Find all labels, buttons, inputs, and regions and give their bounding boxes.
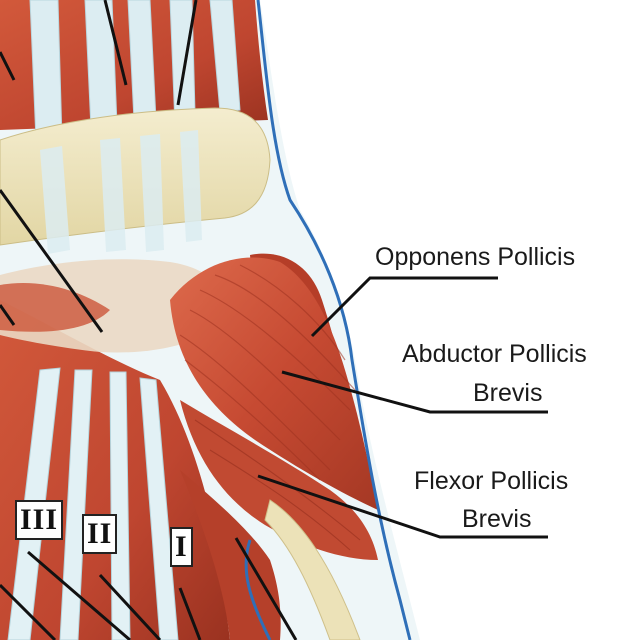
digit-marker-iii: III (15, 500, 64, 540)
leader-left-small (0, 304, 16, 326)
palmaris-brevis (0, 282, 110, 332)
skin-outline (256, 0, 412, 640)
leader-top-3 (0, 51, 16, 81)
leader-top-1 (103, 0, 128, 86)
label-abductor-pollicis-line2: Brevis (473, 379, 543, 407)
thumb-tendon (264, 499, 361, 640)
leader-abductor (281, 370, 548, 414)
digit-marker-i: I (170, 527, 193, 567)
label-opponens-pollicis: Opponens Pollicis (375, 243, 576, 271)
leader-flexor (257, 474, 548, 539)
flexor-fibers (194, 419, 361, 551)
leader-top-2 (176, 0, 198, 106)
label-flexor-pollicis-line1: Flexor Pollicis (414, 467, 569, 495)
label-abductor-pollicis-line1: Abductor Pollicis (402, 340, 587, 368)
flexor-pollicis-brevis-muscle (180, 400, 378, 560)
leader-bottom-3 (98, 573, 162, 640)
leader-bottom-1 (234, 537, 298, 640)
leader-bottom-5 (0, 583, 57, 640)
leader-lines (0, 0, 548, 640)
retinaculum-tendons (40, 130, 202, 254)
label-flexor-pollicis-line2: Brevis (462, 505, 532, 533)
leader-bottom-2 (178, 587, 202, 640)
leader-left-ligament (0, 189, 104, 333)
thenar-fibers (179, 264, 356, 481)
thumb-web-outline (244, 539, 272, 640)
adductor-pollicis-muscle (180, 470, 281, 640)
leader-opponens (310, 276, 498, 338)
leader-bottom-4 (27, 550, 131, 640)
digit-marker-ii: II (82, 514, 118, 554)
